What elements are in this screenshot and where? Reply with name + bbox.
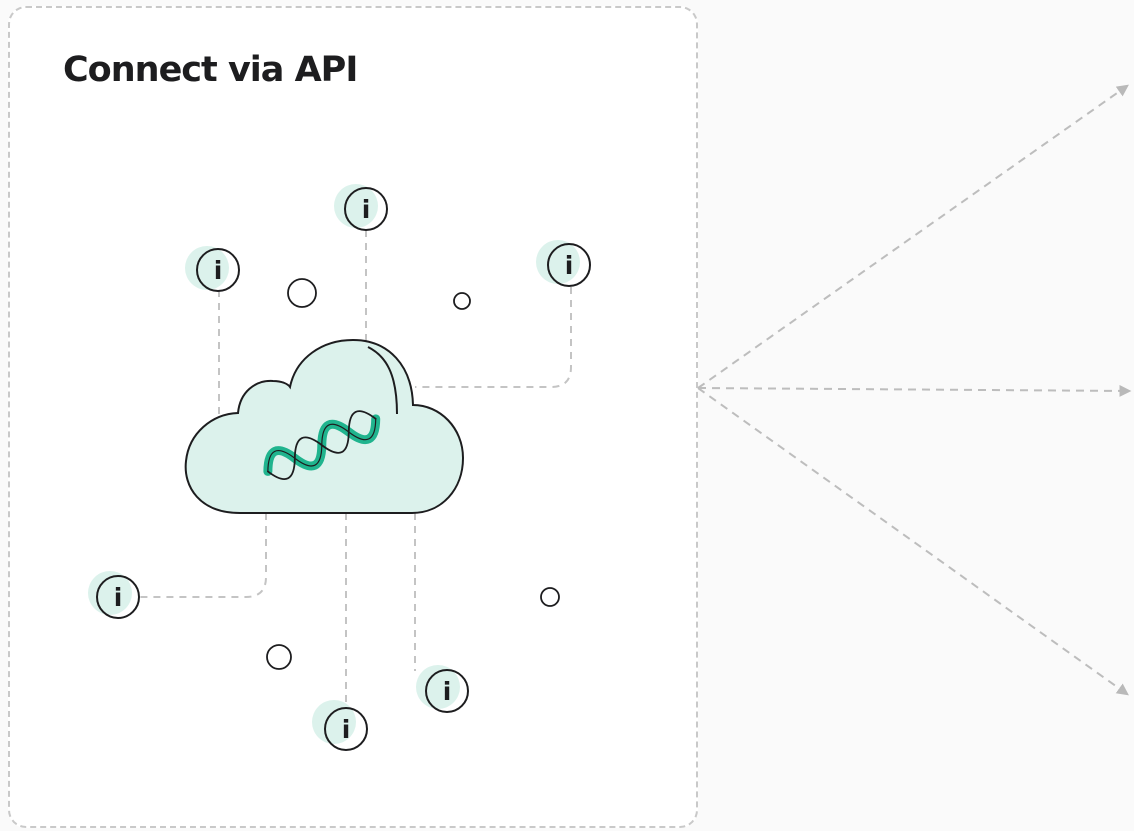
connectors [140,230,572,706]
info-node-ring [547,243,591,287]
info-node-shadow [312,700,356,744]
outgoing-arrow-down [697,387,1129,696]
decor-circle [266,644,292,670]
info-node-shadow [536,240,580,284]
connector-bottom-left [140,513,267,598]
info-node-bottom-left: i [88,571,140,619]
decor-circle [287,278,317,308]
info-node-top: i [334,184,388,231]
info-icon: i [362,195,371,224]
info-node-bottom-right: i [416,665,469,713]
info-node-ring [324,707,368,751]
info-node-ring [344,187,388,231]
connector-top-right [415,287,572,388]
info-node-shadow [185,246,229,290]
info-node-shadow [334,184,378,228]
info-icon: i [114,583,123,612]
dna-helix-icon [263,410,381,481]
info-node-bottom: i [312,700,368,751]
info-icon: i [214,256,223,285]
info-icon: i [565,251,574,280]
decor-circle [540,587,560,607]
info-node-top-right: i [536,240,591,287]
info-node-ring [96,575,140,619]
dna-strand-outline [267,418,377,473]
info-icon: i [443,677,452,706]
cloud-highlight [367,346,398,415]
info-icon: i [342,715,351,744]
info-node-top-left: i [185,246,240,292]
outgoing-arrow-right [697,384,1132,397]
decor-circle [453,292,471,310]
outgoing-arrow-up [697,84,1129,389]
outgoing-arrows [697,84,1132,696]
info-node-ring [196,248,240,292]
info-node-ring [425,669,469,713]
card-title: Connect via API [63,50,358,90]
decorative-dots [266,278,560,670]
